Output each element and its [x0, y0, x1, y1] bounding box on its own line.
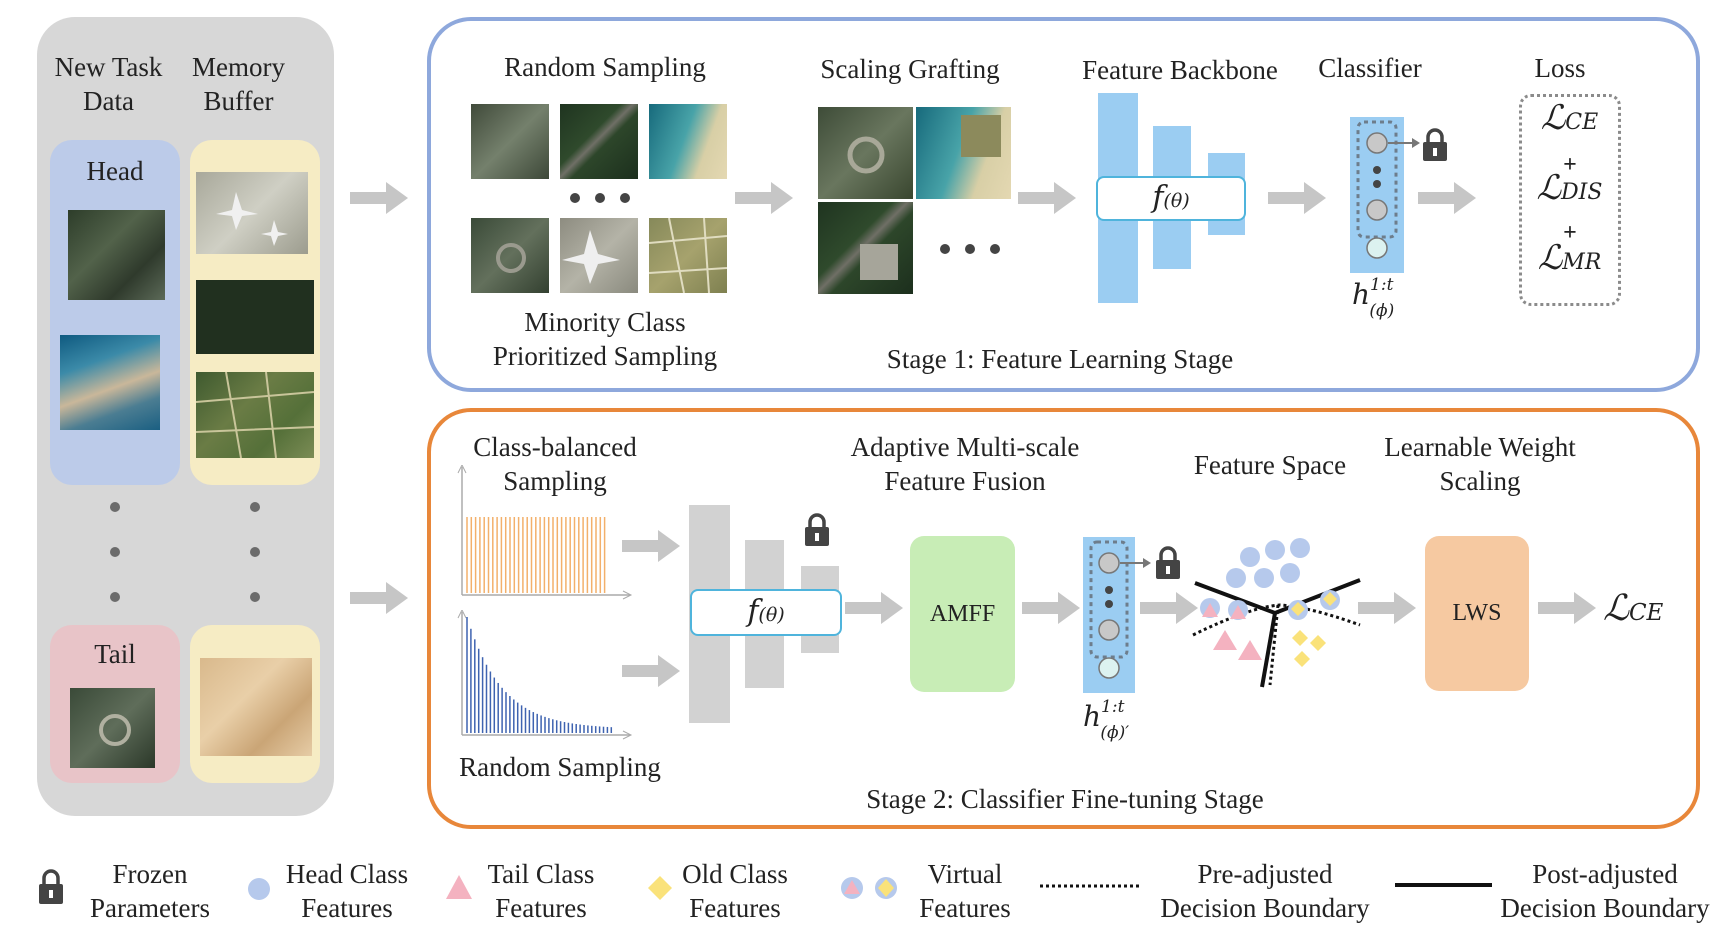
- arrow-icon: [1022, 592, 1080, 624]
- arrow-icon: [1418, 182, 1476, 214]
- head-label: Head: [86, 156, 144, 186]
- post-boundary-marker: [1395, 883, 1492, 887]
- arrow-icon: [1140, 592, 1198, 624]
- satellite-tile: [471, 218, 549, 293]
- amff-title: Adaptive Multi-scale Feature Fusion: [850, 432, 1080, 496]
- random-sampling-label: Random Sampling: [459, 752, 661, 782]
- arrow-icon: [735, 182, 793, 214]
- loss-mr: ℒMR: [1537, 238, 1602, 278]
- satellite-tile: [196, 372, 314, 458]
- feature-extractor-box: f(θ): [1096, 176, 1246, 221]
- lock-icon: [1423, 128, 1447, 161]
- f-symbol: f: [747, 594, 759, 629]
- scaling-grafting-title: Scaling Grafting: [820, 54, 1000, 84]
- virtual-feature-marker: [841, 877, 897, 899]
- loss-dis: ℒDIS: [1536, 168, 1603, 208]
- memory-buffer-header: Memory Buffer: [192, 52, 285, 116]
- amff-box: AMFF: [910, 536, 1015, 692]
- pre-boundary-marker: [1040, 884, 1140, 888]
- old-feature-marker: [648, 876, 672, 900]
- satellite-tile: [560, 104, 638, 179]
- lock-icon: [1156, 546, 1180, 579]
- ellipsis-icon: [110, 502, 260, 602]
- loss-ce-final: ℒCE: [1603, 588, 1664, 629]
- lock-icon: [805, 513, 829, 546]
- lws-title: Learnable Weight Scaling: [1384, 432, 1576, 496]
- satellite-tile: [649, 104, 727, 179]
- classifier-symbol: h1:t(ϕ)′: [1083, 697, 1130, 743]
- lws-box: LWS: [1425, 536, 1529, 691]
- satellite-tile: [70, 688, 155, 768]
- arrow-icon: [1358, 592, 1416, 624]
- satellite-tile: [916, 107, 1011, 199]
- stage2-title: Stage 2: Classifier Fine-tuning Stage: [866, 784, 1264, 814]
- arrow-icon: [1018, 182, 1076, 214]
- legend-old: Old Class Features: [682, 859, 788, 923]
- satellite-tile: [649, 218, 727, 293]
- feature-backbone-title: Feature Backbone: [1082, 55, 1278, 85]
- legend-virtual: Virtual Features: [919, 859, 1011, 923]
- plus-sign: +: [1563, 220, 1577, 246]
- satellite-tile: [818, 107, 913, 199]
- satellite-tile: [560, 218, 638, 293]
- satellite-tile: [200, 658, 312, 756]
- arrow-icon: [622, 655, 680, 687]
- head-feature-marker: [248, 878, 270, 900]
- class-balanced-title: Class-balanced Sampling: [473, 432, 637, 496]
- ellipsis-icon: [940, 244, 1000, 254]
- feature-space-title: Feature Space: [1193, 450, 1347, 480]
- tail-feature-marker: [446, 875, 472, 899]
- classifier-title: Classifier: [1318, 53, 1422, 83]
- arrow-icon: [1268, 182, 1326, 214]
- legend-head: Head Class Features: [285, 859, 409, 923]
- feature-extractor-box: f(θ): [690, 589, 842, 636]
- loss-ce: ℒCE: [1540, 98, 1599, 138]
- classifier-neurons: [1356, 120, 1420, 259]
- f-subscript: (θ): [758, 604, 785, 626]
- classifier-symbol: h1:t(ϕ): [1352, 275, 1395, 321]
- feature-space-plot: [1192, 538, 1361, 688]
- arrow-icon: [350, 582, 408, 614]
- tail-label: Tail: [94, 639, 136, 669]
- loss-title: Loss: [1534, 53, 1586, 83]
- head-slot: [50, 140, 180, 485]
- loss-box: [1519, 94, 1621, 306]
- satellite-tile: [196, 172, 308, 254]
- legend-pre: Pre-adjusted Decision Boundary: [1160, 859, 1370, 923]
- arrow-icon: [1538, 592, 1596, 624]
- satellite-tile: [60, 335, 160, 430]
- random-sampling-title: Random Sampling: [504, 52, 706, 82]
- satellite-tile: [68, 210, 165, 300]
- lock-icon: [39, 869, 63, 904]
- plus-sign: +: [1563, 152, 1577, 178]
- f-subscript: (θ): [1163, 190, 1190, 212]
- new-task-data-header: New Task Data: [54, 52, 163, 116]
- arrow-icon: [845, 592, 903, 624]
- ellipsis-icon: [570, 193, 630, 203]
- legend-tail: Tail Class Features: [487, 859, 595, 923]
- satellite-tile: [818, 202, 913, 294]
- stage1-title: Stage 1: Feature Learning Stage: [886, 344, 1234, 374]
- classifier-neurons: [1089, 540, 1151, 679]
- satellite-tile: [196, 280, 314, 354]
- arrow-icon: [350, 182, 408, 214]
- balanced-histogram: [457, 465, 633, 600]
- legend-frozen: Frozen Parameters: [90, 859, 210, 923]
- long-tail-histogram: [457, 610, 633, 740]
- arrow-icon: [622, 530, 680, 562]
- satellite-tile: [471, 104, 549, 179]
- legend-post: Post-adjusted Decision Boundary: [1500, 859, 1710, 923]
- minority-sampling-label: Minority Class Prioritized Sampling: [492, 307, 718, 371]
- f-symbol: f: [1152, 180, 1164, 215]
